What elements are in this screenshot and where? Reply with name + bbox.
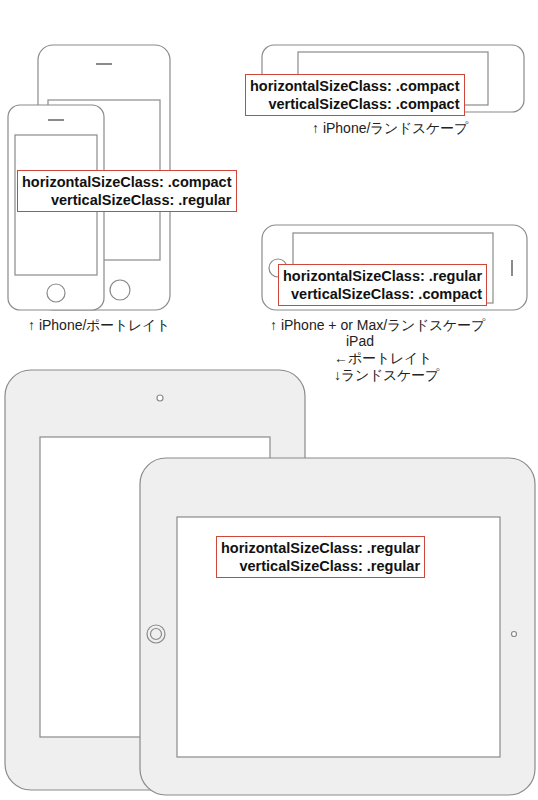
size-class-text: verticalSizeClass: .compact	[250, 95, 460, 113]
size-class-text: horizontalSizeClass: .regular	[283, 267, 482, 285]
size-class-box: horizontalSizeClass: .regularverticalSiz…	[216, 536, 425, 578]
size-class-box: horizontalSizeClass: .compactverticalSiz…	[245, 74, 465, 116]
iphone-outline	[262, 225, 527, 310]
device-caption: ↑ iPhone/ランドスケープ	[312, 120, 468, 137]
size-class-text: verticalSizeClass: .regular	[22, 191, 232, 209]
device-caption: iPad	[346, 333, 374, 350]
size-class-text: horizontalSizeClass: .compact	[250, 77, 460, 95]
size-class-text: verticalSizeClass: .regular	[221, 557, 420, 575]
size-class-box: horizontalSizeClass: .compactverticalSiz…	[17, 170, 237, 212]
size-class-text: horizontalSizeClass: .compact	[22, 173, 232, 191]
device-caption: ←ポートレイト	[334, 350, 432, 367]
size-class-text: verticalSizeClass: .compact	[283, 285, 482, 303]
device-caption: ↓ランドスケープ	[334, 367, 439, 384]
ipad-outline	[140, 458, 535, 795]
size-class-text: horizontalSizeClass: .regular	[221, 539, 420, 557]
size-class-box: horizontalSizeClass: .regularverticalSiz…	[278, 264, 487, 306]
device-caption: ↑ iPhone/ポートレイト	[28, 317, 170, 334]
device-caption: ↑ iPhone + or Max/ランドスケープ	[270, 317, 485, 334]
